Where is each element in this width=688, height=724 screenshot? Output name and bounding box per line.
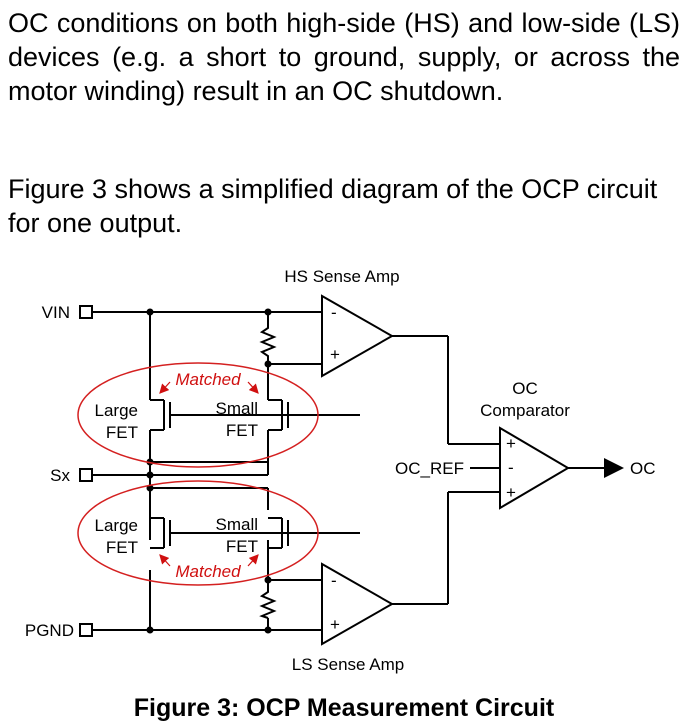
oc-ref-label: OC_REF	[395, 459, 464, 478]
ls-sense-amp: - +	[321, 562, 395, 646]
oc-comparator-title-1: OC	[512, 379, 538, 398]
oc-comparator-title-2: Comparator	[480, 401, 570, 420]
hs-sense-resistor	[259, 322, 277, 364]
ls-small-fet	[170, 517, 360, 549]
ocp-circuit-diagram: HS Sense Amp LS Sense Amp VIN Sx PGND	[25, 267, 656, 674]
ls-amp-plus: +	[330, 615, 340, 634]
hs-matched-label: Matched	[175, 370, 241, 389]
sx-label: Sx	[50, 466, 70, 485]
oc-comp-plus-top: +	[506, 434, 516, 453]
ls-large-label: Large	[95, 516, 138, 535]
vin-terminal	[79, 305, 93, 319]
oc-comparator: + - +	[499, 426, 570, 510]
hs-matched-ellipse	[77, 362, 319, 468]
oc-comp-plus-bottom: +	[506, 483, 516, 502]
hs-large-label: Large	[95, 401, 138, 420]
oc-output-label: OC	[630, 459, 656, 478]
amp-output-wires	[392, 335, 500, 605]
pgnd-terminal	[79, 623, 93, 637]
ls-sense-amp-label: LS Sense Amp	[292, 655, 404, 674]
hs-small-fet	[190, 399, 360, 431]
hs-large-fet-label: FET	[106, 423, 138, 442]
pgnd-label: PGND	[25, 621, 74, 640]
vin-label: VIN	[42, 303, 70, 322]
ls-large-fet-label: FET	[106, 538, 138, 557]
ls-large-fet	[150, 517, 171, 549]
hs-sense-amp-label: HS Sense Amp	[284, 267, 399, 286]
hs-large-fet	[150, 399, 190, 431]
hs-small-fet-label: FET	[226, 421, 258, 440]
ls-matched-label: Matched	[175, 562, 241, 581]
ls-amp-minus: -	[331, 571, 337, 590]
ls-small-fet-label: FET	[226, 537, 258, 556]
oc-comp-minus: -	[508, 458, 514, 477]
ls-sense-resistor	[259, 586, 277, 619]
hs-amp-plus: +	[330, 345, 340, 364]
ls-small-label: Small	[215, 515, 258, 534]
ls-matched-ellipse	[77, 480, 319, 586]
hs-small-label: Small	[215, 399, 258, 418]
sx-terminal	[79, 468, 93, 482]
figure-reference-paragraph: Figure 3 shows a simplified diagram of t…	[8, 174, 658, 238]
hs-sense-amp: - +	[321, 294, 395, 378]
hs-amp-minus: -	[331, 303, 337, 322]
figure-caption: Figure 3: OCP Measurement Circuit	[133, 694, 555, 722]
intro-paragraph: OC conditions on both high-side (HS) and…	[8, 8, 680, 106]
